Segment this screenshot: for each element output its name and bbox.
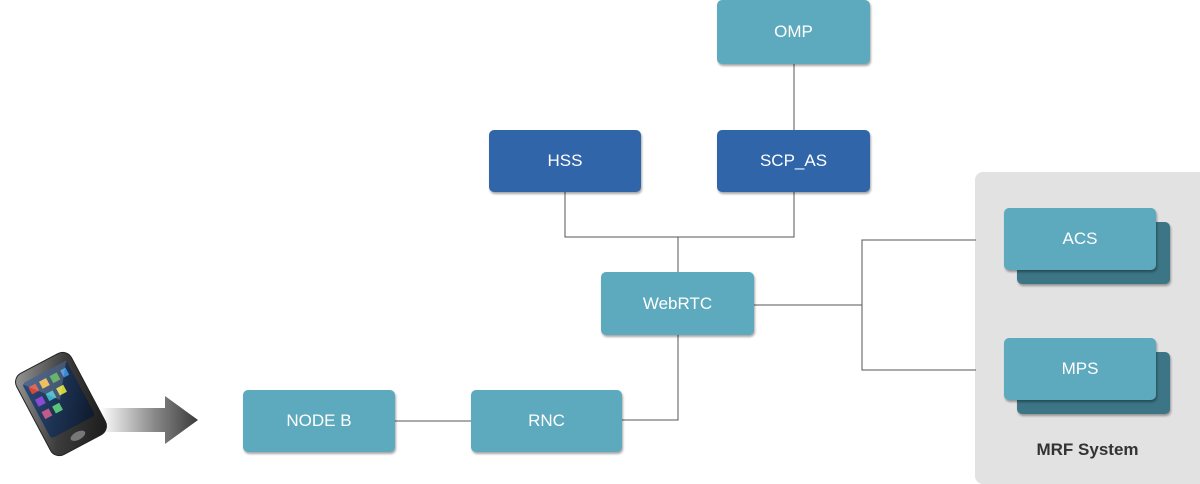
connector-mrf-mps: [861, 305, 976, 371]
omp-node[interactable]: OMP: [717, 0, 870, 64]
mps-node[interactable]: MPS: [1004, 338, 1156, 400]
rnc-node[interactable]: RNC: [471, 390, 622, 452]
node-b-node[interactable]: NODE B: [243, 390, 395, 452]
right-arrow-icon: [100, 396, 198, 444]
scp-as-node[interactable]: SCP_AS: [717, 130, 870, 192]
connector-mrf-acs: [861, 239, 976, 305]
hss-node[interactable]: HSS: [489, 130, 641, 192]
mrf-system-label: MRF System: [1036, 440, 1139, 459]
connector-hss-scp-webrtc: [564, 192, 795, 238]
webrtc-node[interactable]: WebRTC: [601, 272, 754, 335]
mobile-phone-icon: [15, 351, 198, 457]
acs-node[interactable]: ACS: [1004, 208, 1156, 270]
connector-webrtc-rnc: [622, 335, 679, 421]
